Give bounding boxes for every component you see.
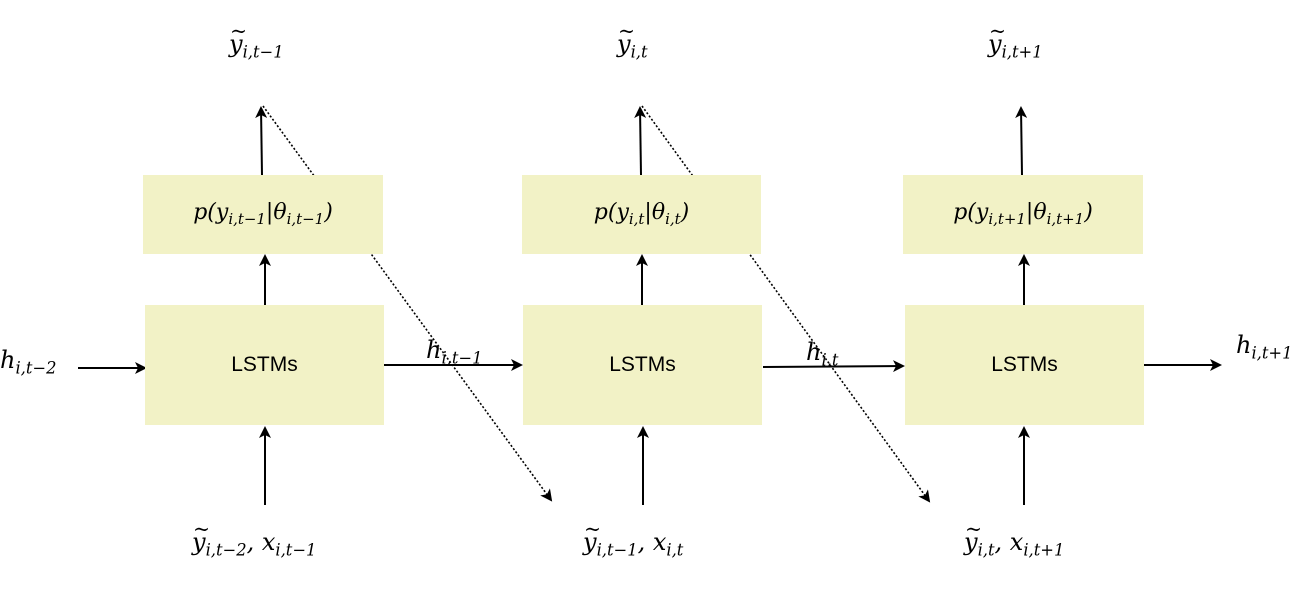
distribution-box-3: p(yi,t+1|θi,t+1) <box>903 175 1143 254</box>
arrow-hidden-2-3 <box>762 360 905 373</box>
distribution-box-1: p(yi,t−1|θi,t−1) <box>143 175 383 254</box>
input-label-2: yi,t−1, xi,t <box>583 519 683 559</box>
output-label-3: yi,t+1 <box>988 21 1043 61</box>
hidden-state-label-1-2: hi,t−1 <box>426 336 483 368</box>
hidden-state-label-out: hi,t+1 <box>1236 331 1293 363</box>
lstm-box-2: LSTMs <box>523 305 762 425</box>
lstm-label: LSTMs <box>231 353 298 376</box>
distribution-box-2: p(yi,t|θi,t) <box>522 175 761 254</box>
lstm-box-1: LSTMs <box>145 305 384 425</box>
hidden-state-label-2-3: hi,t <box>806 338 839 370</box>
lstm-label: LSTMs <box>609 353 676 376</box>
hidden-state-label-in: hi,t−2 <box>0 346 57 378</box>
arrow-dist-to-output-1 <box>255 106 268 176</box>
input-label-3: yi,t, xi,t+1 <box>964 519 1064 559</box>
distribution-label: p(yi,t−1|θi,t−1) <box>193 199 333 229</box>
arrow-dist-to-output-2 <box>634 106 647 176</box>
output-label-2: yi,t <box>617 21 648 61</box>
arrow-dist-to-output-3 <box>1015 106 1028 176</box>
lstm-box-3: LSTMs <box>905 305 1144 425</box>
input-label-1: yi,t−2, xi,t−1 <box>192 519 316 559</box>
distribution-label: p(yi,t+1|θi,t+1) <box>953 199 1093 229</box>
output-label-1: yi,t−1 <box>229 21 284 61</box>
dotted-feedback-arrow-1 <box>262 105 553 502</box>
lstm-label: LSTMs <box>991 353 1058 376</box>
distribution-label: p(yi,t|θi,t) <box>593 199 690 229</box>
dotted-feedback-arrow-2 <box>641 105 931 503</box>
